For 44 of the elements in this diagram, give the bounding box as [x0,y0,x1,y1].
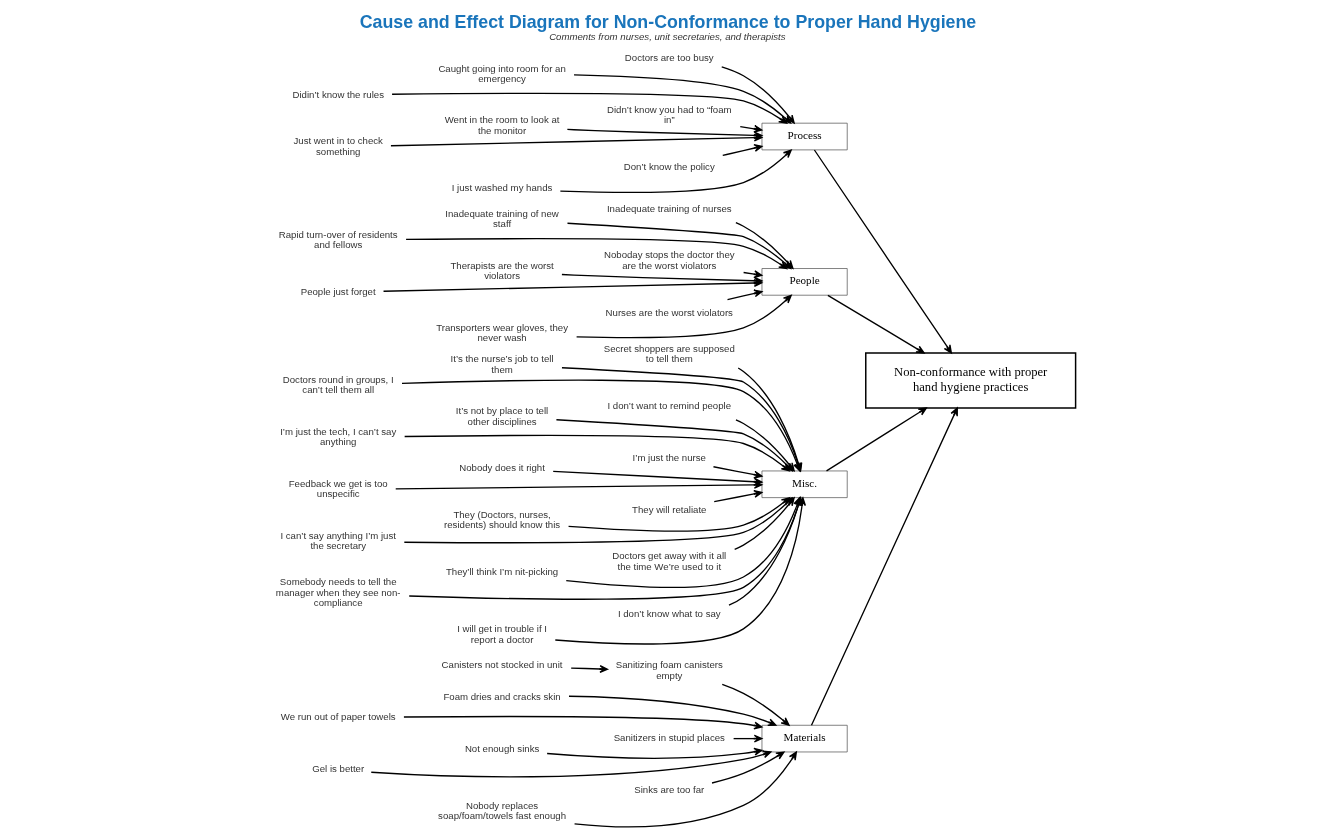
node-text: I don’t know what to say [617,607,721,619]
node-text: Doctors round in groups, I can’t tell them all [282,373,394,395]
node-text: People just forget [300,285,376,297]
node-text: Didn’t know you had to “foam in” [606,103,732,125]
node-text: Nurses are the worst violators [605,306,733,318]
node-text: Secret shoppers are supposed to tell them [603,342,735,364]
node-text: Inadequate training of new staff [444,207,559,229]
node-text: Doctors are too busy [624,51,714,63]
node-text: I’m just the tech, I can’t say anything [279,425,396,447]
node-text: Transporters wear gloves, they never wash [435,321,568,343]
node-text: Not enough sinks [464,742,539,754]
diagram-title: Cause and Effect Diagram for Non-Conformance to Proper Hand Hygiene [359,11,976,32]
node-text: Doctors get away with it all the time We’re used to it [611,549,726,572]
node-text: I can’t say anything I’m just the secretary [279,529,396,551]
node-text: Caught going into room for an emergency [437,62,566,84]
node-text: Sanitizers in stupid places [613,731,725,743]
node-text: They’ll think I’m nit-picking [445,565,558,577]
node-text: Canisters not stocked in unit [441,658,563,670]
node-text: Foam dries and cracks skin [442,690,561,702]
node-text: They will retaliate [631,503,706,515]
node-text: Nobody does it right [458,461,545,473]
node-text: I just washed my hands [451,181,552,193]
node-text: We run out of paper towels [280,710,396,722]
node-text: I will get in trouble if I report a doctor [456,622,547,645]
node-text: Rapid turn-over of residents and fellows [278,228,398,250]
node-text: Went in the room to look at the monitor [444,113,559,136]
node-text: Inadequate training of nurses [606,202,732,214]
node-text: Didin’t know the rules [291,88,384,100]
node-text: I’m just the nurse [632,451,706,463]
node-text: Just went in to check something [293,134,383,157]
caption: Comments from nurses, unit secretaries, and therapists [548,30,786,42]
node-text: Somebody needs to tell the manager when they see non-compliance [275,575,401,608]
node-text: Nobody replaces soap/foam/towels fast enough [437,799,566,821]
node-text: Noboday stops the doctor they are the worst violators [603,248,735,271]
node-text: Sinks are too far [633,783,704,795]
node-text: They (Doctors, nurses, residents) should know this [443,508,560,530]
node-text: Feedback we get is too unspecific [288,477,388,499]
node-text: It’s not by place to tell other disciplines [455,404,548,427]
node-text: Gel is better [311,762,364,774]
node-text: Don’t know the policy [623,160,715,172]
node-text: Sanitizing foam canisters empty [615,658,723,681]
node-text: I don’t want to remind people [606,399,731,411]
node-text: It’s the nurse’s job to tell them [450,352,554,375]
node-text: Therapists are the worst violators [449,259,554,281]
